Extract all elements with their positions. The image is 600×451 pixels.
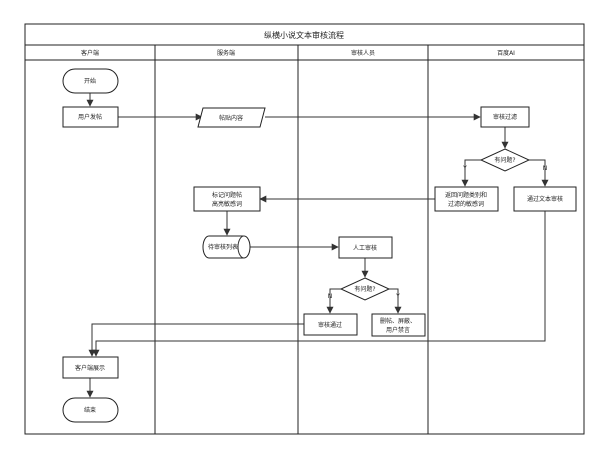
mark-issue-label-line1: 标记问题帖 bbox=[212, 191, 242, 199]
return-issue-label-line1: 返回问题类别和 bbox=[445, 191, 487, 199]
diagram-frame bbox=[24, 23, 585, 435]
branch-label-ai-no: N bbox=[543, 165, 548, 172]
start-terminal bbox=[62, 68, 119, 94]
pass-text-step bbox=[513, 186, 577, 212]
return-issue-label-line2: 过滤的敏感词 bbox=[448, 200, 484, 208]
delete-ban-label-line2: 用户禁言 bbox=[386, 326, 410, 334]
branch-label-manual-yes: Y bbox=[395, 293, 400, 300]
return-issue-step bbox=[434, 186, 499, 212]
edge-ai-yes bbox=[461, 159, 481, 187]
end-label: 结束 bbox=[84, 406, 96, 414]
lane-baidu-ai: 百度AI bbox=[497, 49, 515, 57]
user-post-label: 用户发帖 bbox=[78, 113, 102, 121]
manual-decision-label: 有问题? bbox=[354, 285, 375, 293]
edge-review-pass-to-display bbox=[88, 323, 304, 357]
post-content-data bbox=[197, 107, 266, 128]
manual-decision bbox=[339, 277, 391, 301]
mark-issue-step bbox=[193, 186, 261, 212]
client-display-label: 客户端展示 bbox=[75, 364, 105, 372]
delete-ban-label-line1: 删帖、屏蔽、 bbox=[380, 317, 416, 325]
delete-ban-step bbox=[371, 313, 426, 337]
edge-ai-pass-to-display bbox=[92, 211, 546, 357]
audit-filter-step bbox=[480, 106, 530, 128]
pending-list-label: 待审核列表 bbox=[208, 243, 238, 251]
manual-review-label: 人工审核 bbox=[353, 244, 377, 252]
end-terminal bbox=[62, 397, 119, 423]
ai-decision bbox=[479, 148, 531, 172]
review-pass-step bbox=[303, 313, 358, 336]
branch-label-ai-yes: Y bbox=[462, 165, 467, 172]
review-pass-label: 审核通过 bbox=[318, 321, 342, 329]
user-post-step bbox=[62, 106, 119, 128]
start-label: 开始 bbox=[84, 77, 96, 85]
post-content-label: 帖贴内容 bbox=[219, 114, 243, 122]
lane-server: 服务端 bbox=[217, 49, 235, 57]
edge-manual-no bbox=[326, 288, 341, 314]
ai-decision-label: 有问题? bbox=[494, 156, 515, 164]
audit-filter-label: 审核过滤 bbox=[493, 113, 517, 121]
diagram-title: 纵横小说文本审核流程 bbox=[264, 30, 344, 40]
edge-ai-no bbox=[529, 159, 549, 187]
lane-reviewer: 审核人员 bbox=[351, 49, 375, 57]
pending-list-storage-edge bbox=[237, 235, 245, 259]
edge-manual-yes bbox=[389, 288, 402, 314]
lane-client: 客户端 bbox=[81, 49, 99, 57]
pass-text-label: 通过文本审核 bbox=[527, 195, 563, 203]
branch-label-manual-no: N bbox=[328, 293, 333, 300]
mark-issue-label-line2: 高亮敏感词 bbox=[212, 200, 242, 208]
client-display-step bbox=[62, 356, 119, 379]
manual-review-step bbox=[338, 236, 393, 259]
